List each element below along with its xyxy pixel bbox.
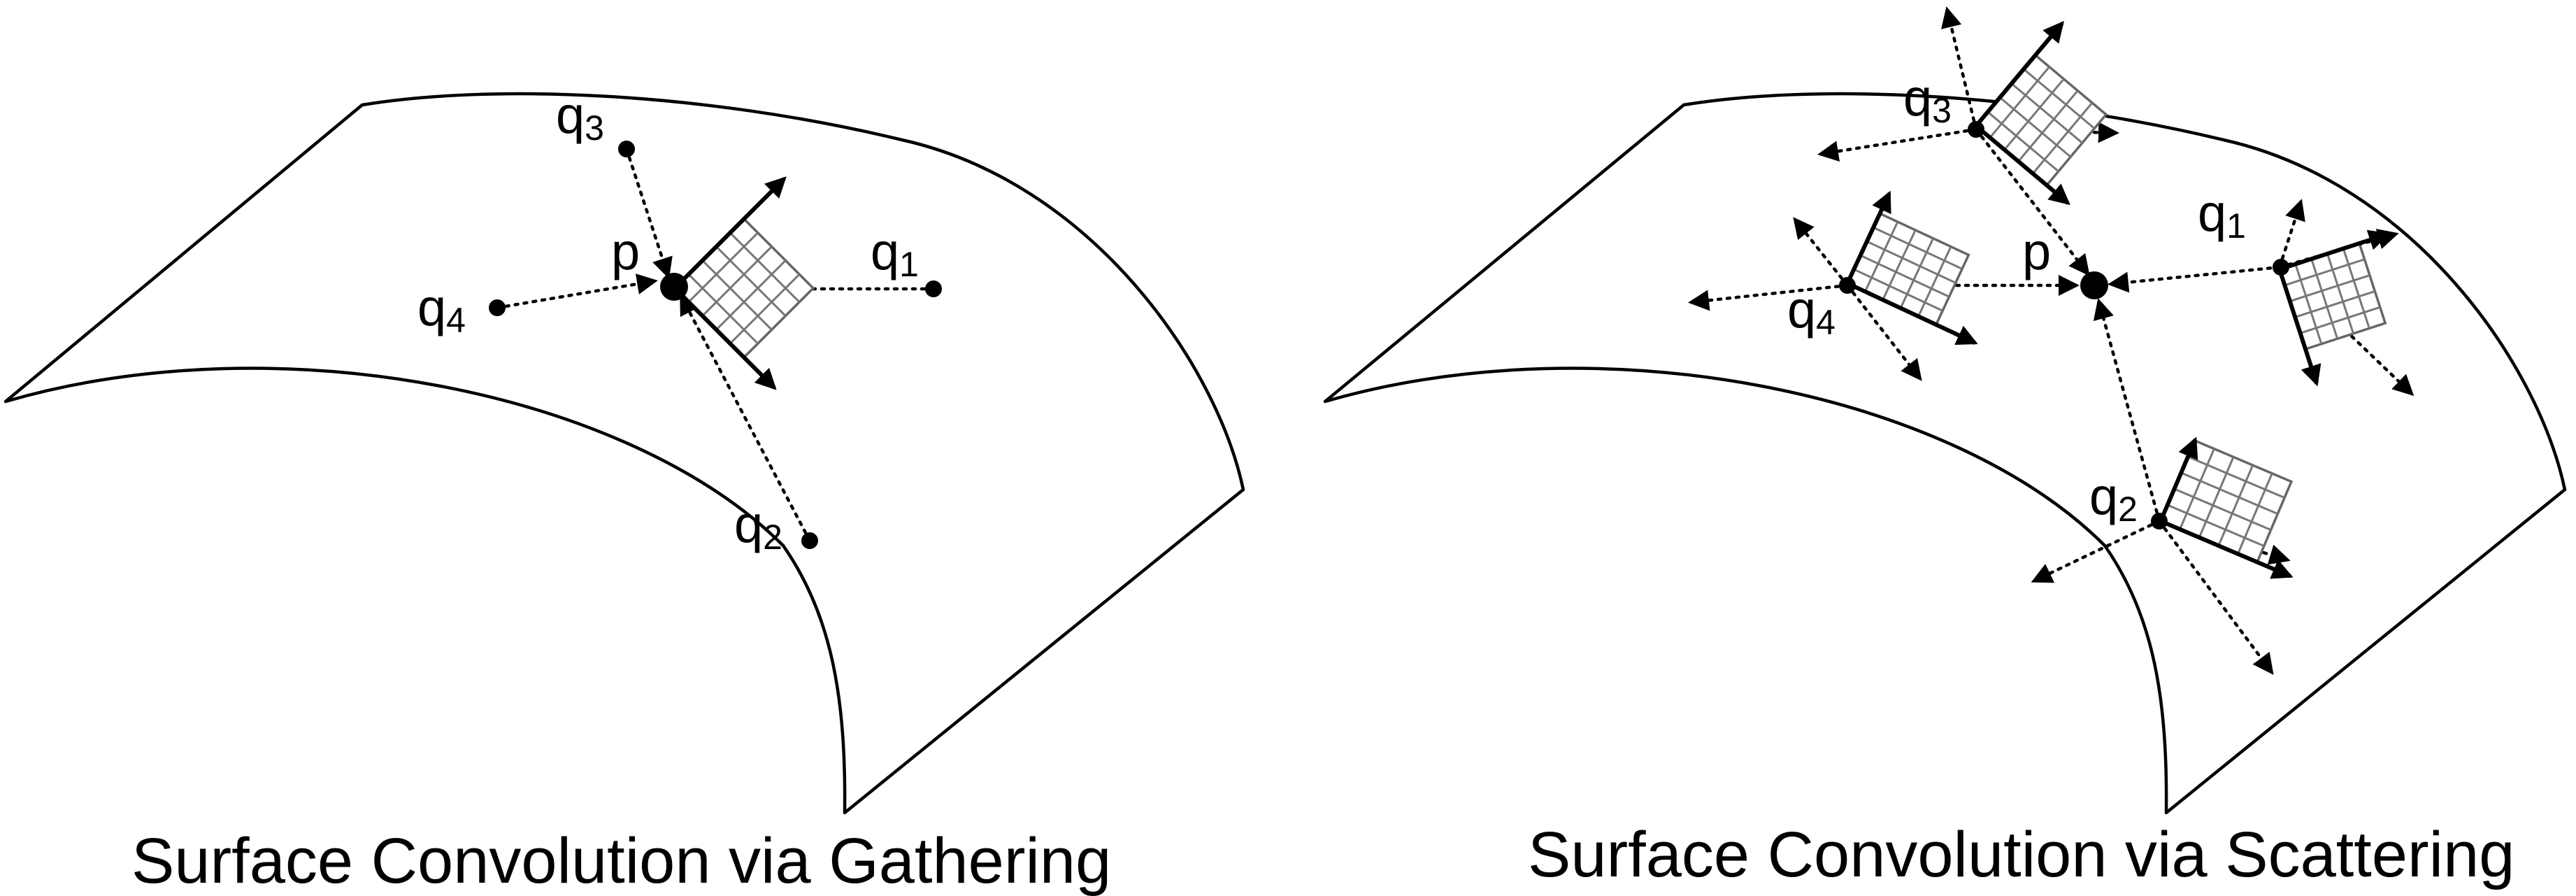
label-p-right: p [2022, 222, 2051, 280]
kernel-grid-q4 [1845, 190, 1978, 345]
scatter-line-q3 [1974, 127, 2090, 276]
gather-line-q4 [495, 273, 658, 310]
kernel-grid-q2 [2159, 436, 2294, 579]
point-q3-right [1968, 121, 1984, 138]
spread-q3 [1817, 6, 2119, 162]
point-q2-right [2151, 513, 2168, 529]
label-q1-left: q1 [871, 222, 919, 284]
gather-line-q2 [680, 293, 812, 543]
kernel-grid-q3 [1974, 20, 2108, 206]
surface-patch-right [1323, 92, 2567, 815]
surface-patch-left [3, 92, 1245, 815]
label-q3-right: q3 [1903, 69, 1952, 130]
label-q2-right: q2 [2089, 467, 2138, 529]
spread-q4 [1688, 217, 1922, 381]
label-q3-left: q3 [556, 86, 604, 148]
scatter-line-q1 [2108, 265, 2282, 293]
label-q4-right: q4 [1787, 280, 1836, 342]
gather-line-q3 [624, 147, 673, 279]
label-q4-left: q4 [417, 278, 466, 340]
point-p-right [2080, 271, 2108, 299]
point-q3-left [618, 141, 635, 157]
point-q1-left [925, 280, 942, 297]
point-q1-right [2273, 259, 2289, 276]
point-q4-left [489, 299, 506, 316]
label-q1-right: q1 [2198, 184, 2246, 246]
panel-gathering: p q1 q2 q3 q4 Surface Convolution via Ga… [3, 86, 1245, 896]
kernel-grid-q1 [2277, 229, 2390, 387]
point-q4-right [1839, 277, 1856, 294]
label-p-left: p [611, 222, 640, 280]
point-p-left [660, 273, 688, 301]
caption-scattering: Surface Convolution via Scattering [1528, 819, 2514, 890]
kernel-grid-p [673, 176, 815, 390]
point-q2-left [801, 532, 818, 549]
panel-scattering: p q1 q2 q3 q4 Surface Convolution via Sc… [1323, 6, 2567, 890]
label-q2-left: q2 [734, 495, 782, 557]
caption-gathering: Surface Convolution via Gathering [131, 825, 1111, 896]
scatter-line-q2 [2093, 298, 2161, 523]
